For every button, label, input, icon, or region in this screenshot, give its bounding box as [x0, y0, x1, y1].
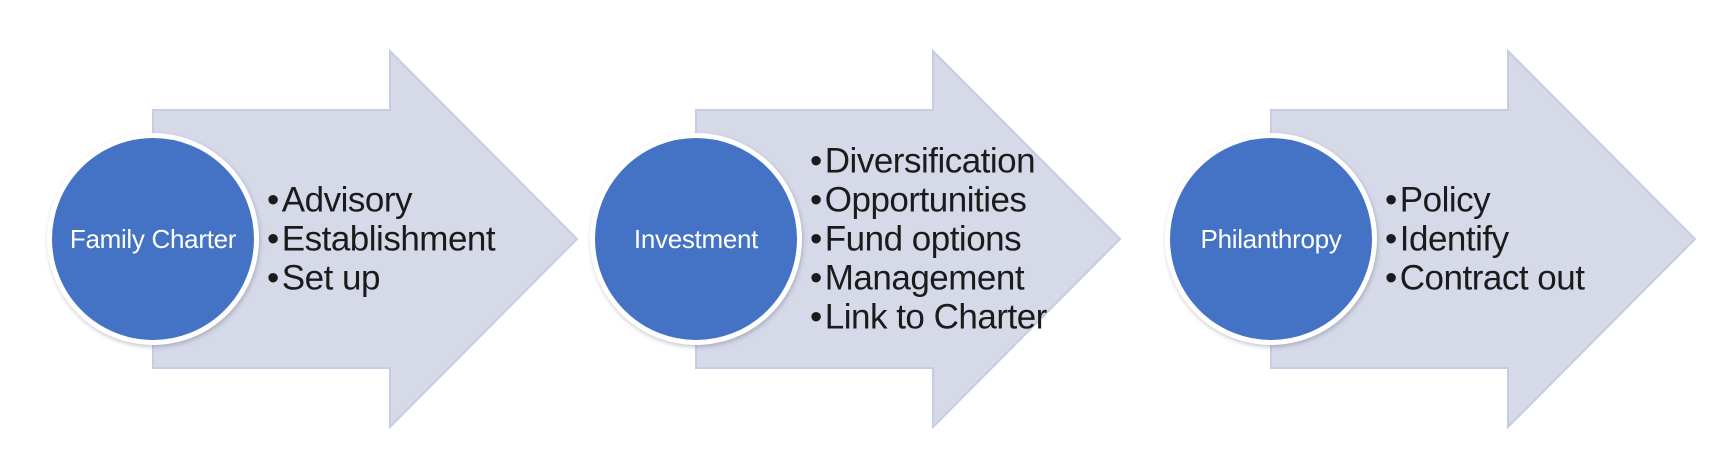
process-step-family-charter: Family Charter • Advisory • Establishmen…	[47, 0, 583, 462]
bullet-text: Link to Charter	[824, 297, 1048, 337]
bullet-dot-icon: •	[1385, 258, 1397, 298]
step-circle: Philanthropy	[1165, 133, 1377, 345]
bullet-text: Set up	[281, 258, 381, 298]
bullet-item: • Identify	[1385, 220, 1584, 259]
step-circle: Investment	[590, 133, 802, 345]
bullet-text: Management	[824, 258, 1025, 298]
bullet-dot-icon: •	[810, 219, 822, 259]
step-label: Investment	[633, 224, 759, 254]
bullet-dot-icon: •	[267, 258, 279, 298]
step-label: Philanthropy	[1200, 224, 1342, 254]
bullet-item: • Establishment	[267, 219, 496, 259]
right-arrow-shape	[1270, 48, 1697, 430]
bullet-item: • Diversification	[810, 142, 1047, 181]
bullet-dot-icon: •	[810, 297, 822, 337]
bullet-item: • Link to Charter	[810, 298, 1047, 337]
bullet-item: • Set up	[267, 259, 495, 298]
bullet-text: Fund options	[824, 219, 1022, 259]
bullet-text: Diversification	[824, 141, 1036, 181]
bullet-text: Establishment	[281, 219, 496, 259]
bullet-item: • Fund options	[810, 220, 1047, 259]
bullet-item: • Contract out	[1385, 258, 1585, 298]
bullet-dot-icon: •	[1385, 219, 1397, 259]
bullet-dot-icon: •	[267, 180, 279, 220]
bullet-dot-icon: •	[810, 180, 822, 220]
bullet-text: Policy	[1399, 180, 1491, 220]
bullet-dot-icon: •	[267, 219, 279, 259]
bullet-text: Identify	[1399, 219, 1509, 259]
step-label: Family Charter	[69, 224, 237, 254]
step-bullets: • Policy • Identify • Contract out	[1385, 181, 1585, 298]
bullet-text: Contract out	[1399, 258, 1585, 298]
bullet-text: Opportunities	[824, 180, 1027, 220]
bullet-dot-icon: •	[1385, 180, 1397, 220]
step-circle: Family Charter	[47, 133, 259, 345]
bullet-dot-icon: •	[810, 141, 822, 181]
right-arrow-shape	[695, 48, 1122, 430]
right-arrow-shape	[152, 48, 579, 430]
step-bullets: • Advisory • Establishment • Set up	[267, 181, 496, 298]
step-bullets: • Diversification • Opportunities • Fund…	[810, 142, 1047, 337]
bullet-item: • Opportunities	[810, 181, 1047, 220]
process-step-investment: Investment • Diversification • Opportuni…	[590, 0, 1126, 462]
bullet-item: • Management	[810, 259, 1047, 298]
bullet-text: Advisory	[281, 180, 413, 220]
bullet-item: • Policy	[1385, 181, 1584, 220]
process-step-philanthropy: Philanthropy • Policy • Identify • Contr…	[1165, 0, 1701, 462]
bullet-dot-icon: •	[810, 258, 822, 298]
bullet-item: • Advisory	[267, 181, 495, 220]
